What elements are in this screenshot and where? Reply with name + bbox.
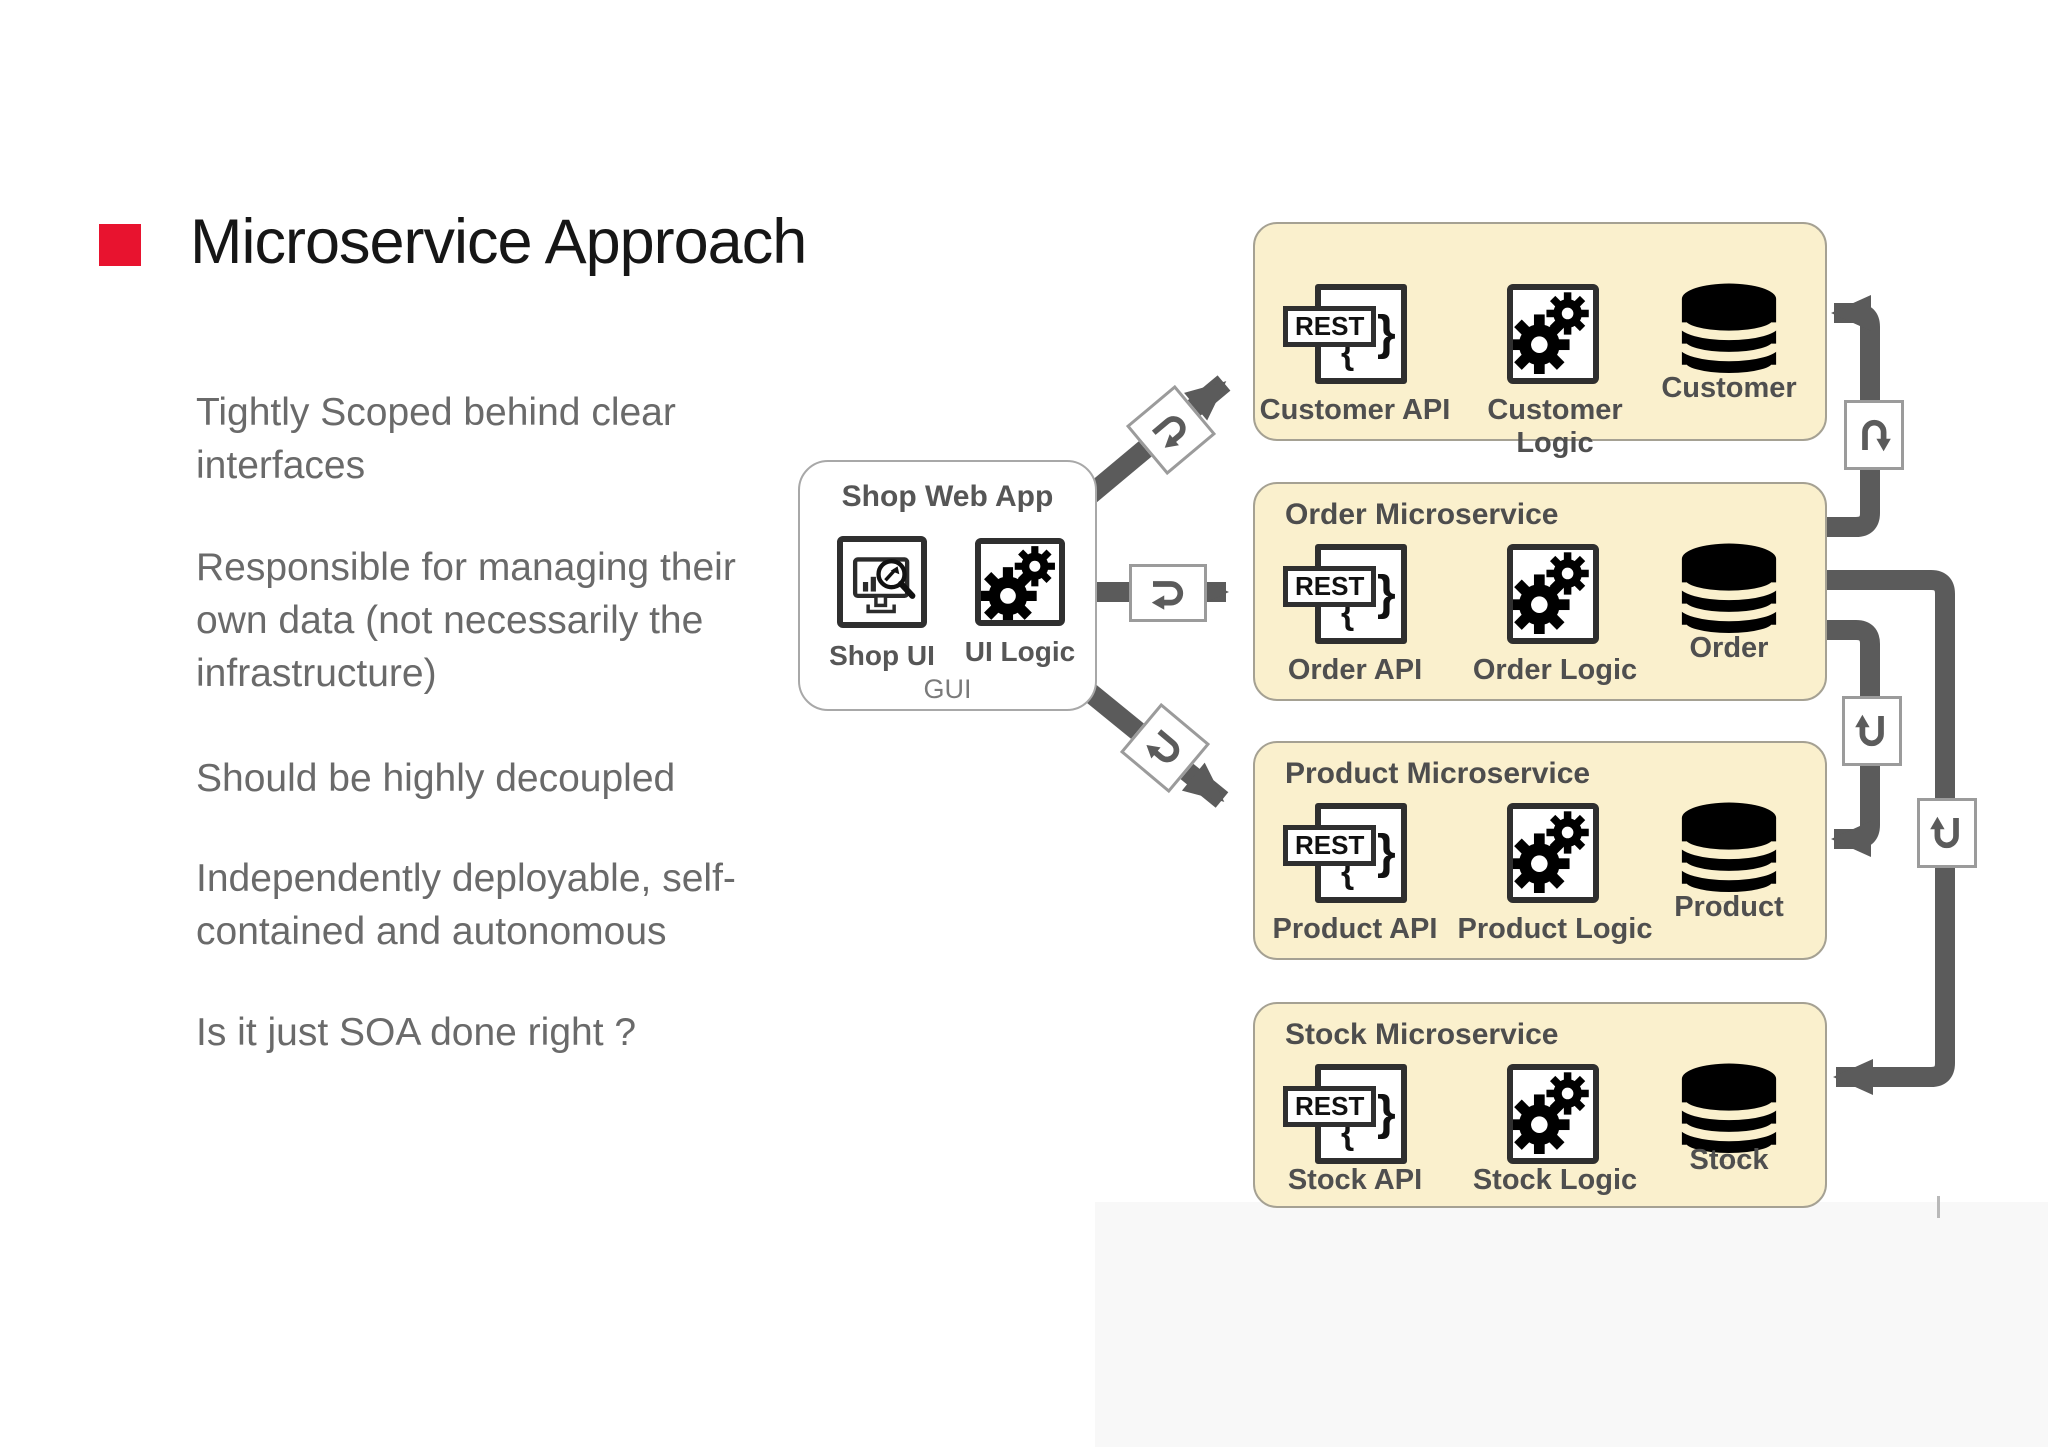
- uturn-icon-order-product: [1842, 696, 1902, 766]
- customer-database-icon: [1669, 280, 1789, 386]
- bullet-decoupled: Should be highly decoupled: [196, 757, 676, 800]
- order-logic-gears-icon: [1507, 544, 1599, 644]
- product-microservice-title: Product Microservice: [1285, 757, 1591, 790]
- bullet-own-data: Responsible for managing their own data …: [196, 546, 736, 695]
- rest-tag: REST: [1283, 825, 1377, 866]
- title-accent-square: [99, 224, 141, 266]
- bullet-soa: Is it just SOA done right ?: [196, 1011, 637, 1054]
- uturn-icon-gui-customer: [1125, 384, 1217, 476]
- customer-api-label: Customer API: [1259, 394, 1451, 426]
- footer-background-strip: [1095, 1202, 2048, 1447]
- rest-brace-close: }: [1377, 1087, 1396, 1140]
- product-api-label: Product API: [1272, 913, 1438, 945]
- rest-brace-close: }: [1377, 307, 1396, 360]
- uturn-icon-gui-order: [1129, 564, 1207, 622]
- order-microservice-box: Order Microservice } { REST Order API Or…: [1253, 482, 1827, 701]
- artifact-tick: [1937, 1196, 1940, 1218]
- order-db-label: Order: [1689, 632, 1769, 664]
- shop-web-app-title: Shop Web App: [841, 480, 1054, 513]
- page-title: Microservice Approach: [190, 207, 807, 277]
- customer-logic-gears-icon: [1507, 284, 1599, 384]
- product-database-icon: [1669, 799, 1789, 905]
- order-api-label: Order API: [1287, 654, 1423, 686]
- stock-api-label: Stock API: [1287, 1164, 1423, 1196]
- shop-ui-label: Shop UI: [829, 640, 935, 671]
- product-logic-label: Product Logic: [1457, 913, 1653, 945]
- order-database-icon: [1669, 540, 1789, 646]
- stock-microservice-box: Stock Microservice } { REST Stock API St…: [1253, 1002, 1827, 1208]
- order-microservice-title: Order Microservice: [1285, 498, 1559, 531]
- product-db-label: Product: [1674, 891, 1784, 923]
- customer-db-label: Customer: [1661, 372, 1797, 404]
- bullet-deployable: Independently deployable, self-contained…: [196, 857, 736, 953]
- stock-microservice-title: Stock Microservice: [1285, 1018, 1559, 1051]
- stock-logic-gears-icon: [1507, 1064, 1599, 1164]
- customer-logic-label: Customer Logic: [1487, 394, 1623, 459]
- gui-caption: GUI: [923, 674, 972, 704]
- rest-brace-close: }: [1377, 826, 1396, 879]
- ui-logic-label: UI Logic: [964, 636, 1076, 667]
- uturn-icon-order-stock: [1917, 798, 1977, 868]
- order-rest-api-icon: } { REST: [1283, 544, 1423, 654]
- rest-tag: REST: [1283, 306, 1377, 347]
- shop-ui-icon: [837, 536, 927, 628]
- rest-tag: REST: [1283, 566, 1377, 607]
- ui-logic-gears-icon: [975, 538, 1065, 626]
- shop-web-app-box: Shop Web App Shop UI UI Logic GUI: [798, 460, 1097, 711]
- bullet-scoped: Tightly Scoped behind clear interfaces: [196, 391, 676, 487]
- rest-tag: REST: [1283, 1086, 1377, 1127]
- uturn-icon-gui-product: [1119, 702, 1211, 794]
- customer-microservice-box: } { REST Customer API Customer Logic Cus…: [1253, 222, 1827, 459]
- customer-rest-api-icon: } { REST: [1283, 284, 1423, 394]
- stock-logic-label: Stock Logic: [1472, 1164, 1638, 1196]
- stock-rest-api-icon: } { REST: [1283, 1064, 1423, 1174]
- uturn-icon-order-customer: [1844, 400, 1904, 470]
- product-microservice-box: Product Microservice } { REST Product AP…: [1253, 741, 1827, 960]
- product-rest-api-icon: } { REST: [1283, 803, 1423, 913]
- order-logic-label: Order Logic: [1472, 654, 1638, 686]
- stock-db-label: Stock: [1689, 1144, 1769, 1176]
- rest-brace-close: }: [1377, 567, 1396, 620]
- product-logic-gears-icon: [1507, 803, 1599, 903]
